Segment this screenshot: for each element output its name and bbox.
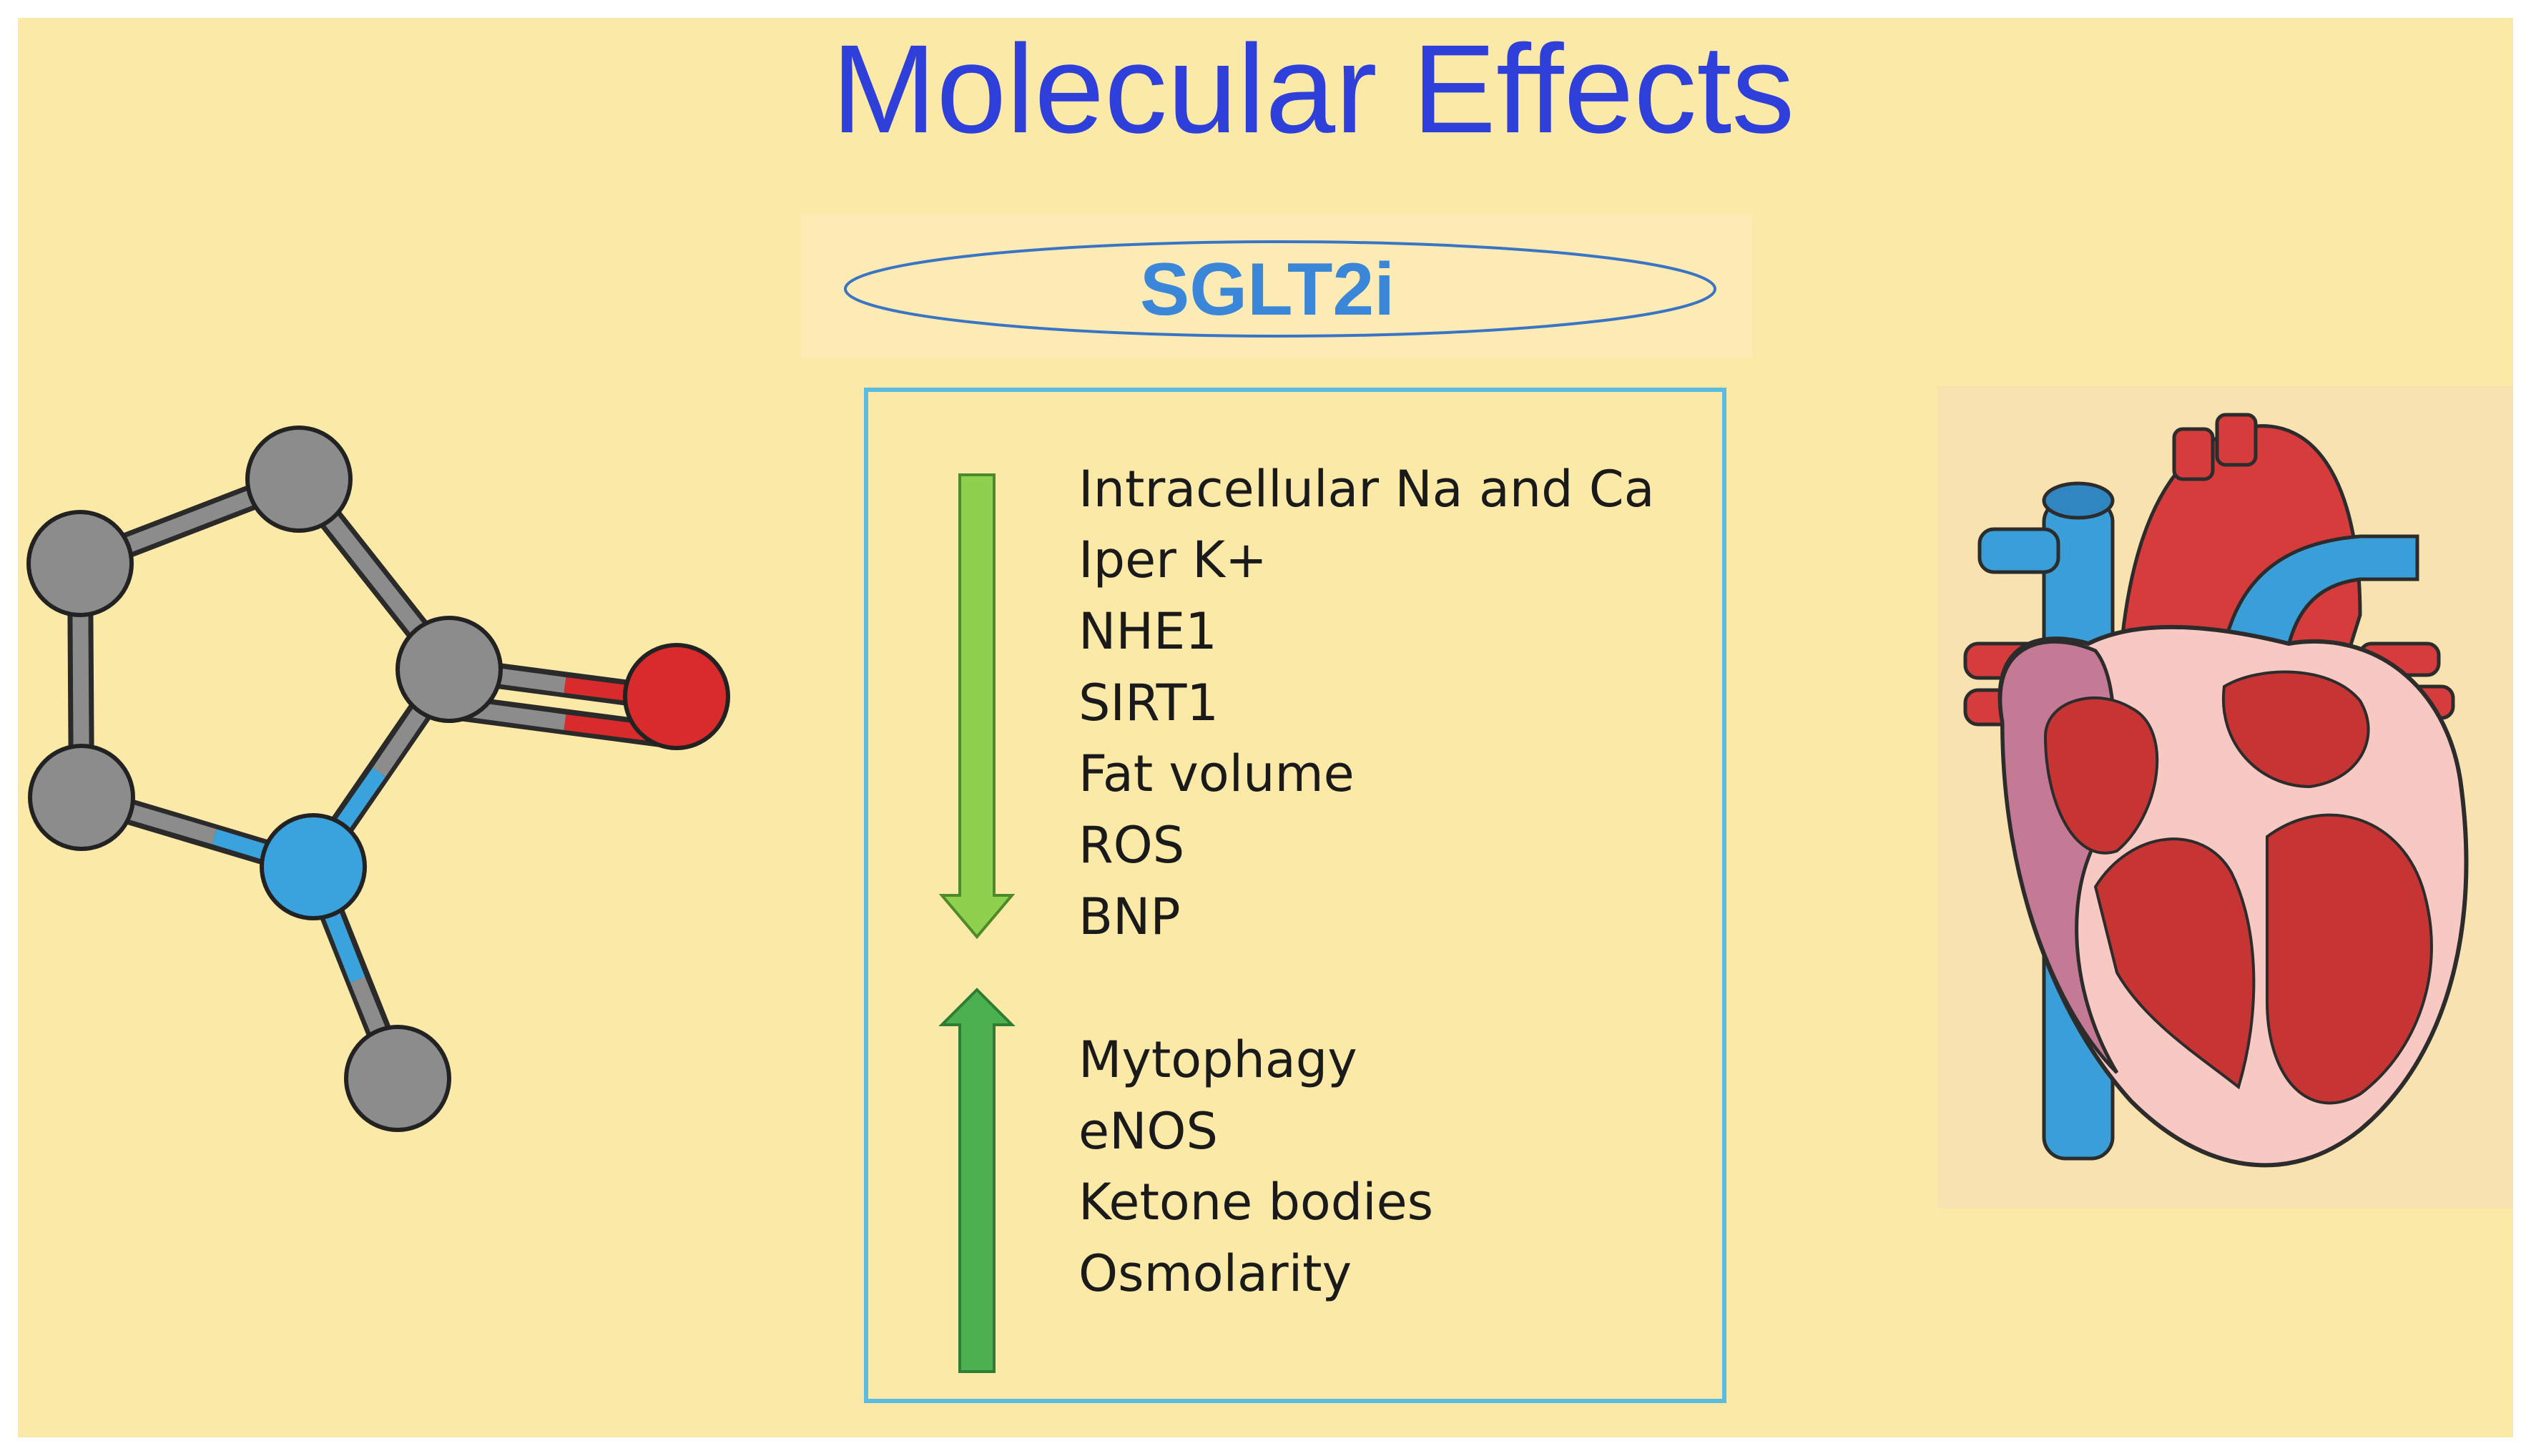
decreased-effect-item: ROS (1078, 816, 1184, 875)
increased-effect-item: eNOS (1078, 1102, 1218, 1161)
oxygen-atom (623, 643, 730, 750)
decreased-effect-item: NHE1 (1078, 602, 1217, 661)
decreased-effect-item: Fat volume (1078, 744, 1355, 803)
carbon-atom (26, 510, 134, 617)
decreased-effect-item: Intracellular Na and Ca (1078, 460, 1655, 518)
decreased-effects-list: Intracellular Na and Ca Iper K+ NHE1 SIR… (1078, 460, 1655, 946)
nitrogen-atom (260, 813, 367, 920)
decrease-arrow-icon (938, 473, 1016, 940)
carbon-atom (245, 426, 353, 533)
molecule-icon (26, 426, 730, 1132)
page-title: Molecular Effects (832, 19, 1795, 159)
drug-label-backdrop (801, 215, 1752, 358)
drug-label: SGLT2i (1140, 248, 1395, 331)
decreased-effect-item: SIRT1 (1078, 674, 1219, 732)
heart-icon (1937, 386, 2513, 1209)
drug-ellipse (844, 240, 1716, 338)
increase-arrow-icon (938, 988, 1016, 1373)
effects-box (864, 388, 1726, 1403)
increased-effect-item: Mytophagy (1078, 1030, 1357, 1089)
carbon-atom (344, 1025, 451, 1132)
increased-effect-item: Osmolarity (1078, 1244, 1352, 1303)
increased-effect-item: Ketone bodies (1078, 1173, 1433, 1231)
decreased-effect-item: BNP (1078, 887, 1181, 946)
carbon-atom (28, 744, 135, 851)
carbon-atom (395, 616, 503, 723)
decreased-effect-item: Iper K+ (1078, 531, 1267, 589)
increased-effects-list: Mytophagy eNOS Ketone bodies Osmolarity (1078, 1030, 1433, 1303)
